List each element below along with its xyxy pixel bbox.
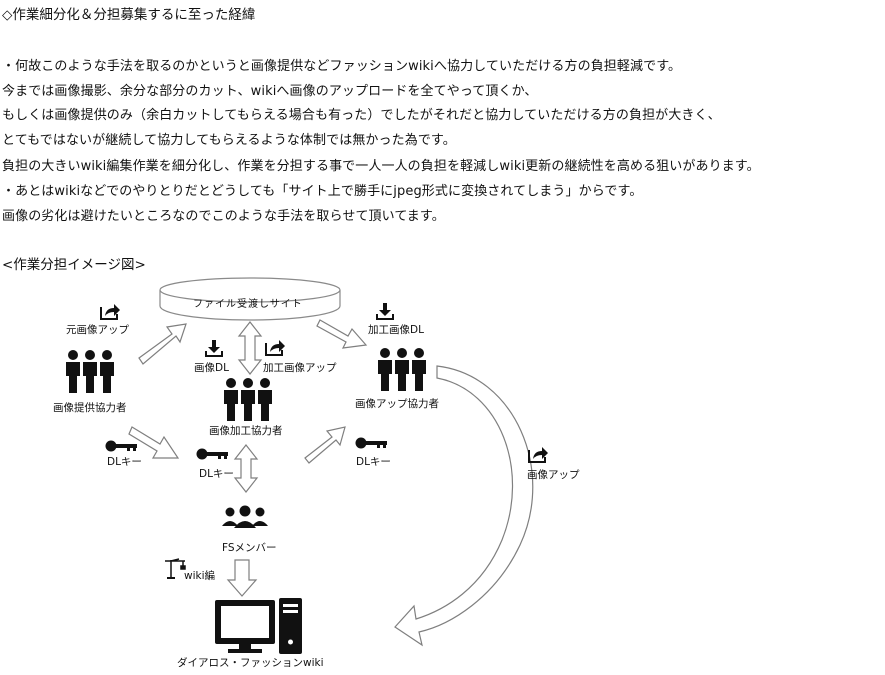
share-icon — [100, 304, 548, 463]
dl-key-left-label: DLキー — [107, 456, 142, 468]
image-provider-label: 画像提供協力者 — [53, 402, 127, 414]
people-icon — [66, 348, 426, 421]
arrow-site-to-uploader — [316, 319, 368, 349]
dl-key-center-label: DLキー — [199, 468, 234, 480]
crane-icon — [165, 558, 186, 579]
paragraph-line: 画像の劣化は避けたいところなのでこのような手法を取らせて頂いてます。 — [2, 209, 445, 224]
arrow-dlkey-to-uploader — [304, 426, 346, 464]
diagram-title: <作業分担イメージ図> — [2, 257, 146, 273]
arrow-site-processor — [237, 321, 263, 375]
image-dl-label: 画像DL — [194, 362, 229, 374]
processed-upload-label: 加工画像アップ — [263, 362, 337, 374]
wiki-edit-label: wiki編 — [184, 570, 216, 582]
wiki-site-label: ダイアロス・ファッションwiki — [177, 657, 324, 669]
dl-key-right-label: DLキー — [356, 456, 391, 468]
file-site-cylinder — [159, 277, 341, 321]
paragraph-line: とてもではないが継続して協力してもらえるような体制では無かった為です。 — [2, 133, 456, 148]
processed-dl-label: 加工画像DL — [368, 324, 424, 336]
paragraph-line: ・何故このような手法を取るのかというと画像提供などファッションwikiへ協力して… — [2, 59, 682, 74]
arrow-provider-to-site — [138, 323, 187, 365]
arrow-members-to-wiki — [226, 559, 258, 597]
image-uploader-label: 画像アップ協力者 — [355, 398, 439, 410]
section-heading: ◇作業細分化＆分担募集するに至った経緯 — [2, 7, 256, 23]
group-icon — [222, 505, 268, 528]
paragraph-line: ・あとはwikiなどでのやりとりだとどうしても「サイト上で勝手にjpeg形式に変… — [2, 184, 643, 199]
computer-icon — [215, 598, 302, 654]
image-processor-label: 画像加工協力者 — [209, 425, 283, 437]
original-upload-label: 元画像アップ — [66, 324, 129, 336]
paragraph-line: 今までは画像撮影、余分な部分のカット、wikiへ画像のアップロードを全てやって頂… — [2, 84, 538, 99]
file-site-label: ファイル受渡しサイト — [193, 299, 303, 310]
image-up-label: 画像アップ — [527, 469, 580, 481]
key-icon — [105, 437, 387, 460]
fs-members-label: FSメンバー — [222, 542, 277, 554]
paragraph-line: もしくは画像提供のみ（余白カットしてもらえる場合も有った）でしたがそれだと協力し… — [2, 108, 721, 123]
paragraph-line: 負担の大きいwiki編集作業を細分化し、作業を分担する事で一人一人の負担を軽減し… — [2, 159, 760, 174]
download-icon — [205, 303, 394, 357]
arrow-processor-dlkey — [233, 444, 259, 493]
arrow-provider-to-dlkey — [128, 426, 180, 459]
